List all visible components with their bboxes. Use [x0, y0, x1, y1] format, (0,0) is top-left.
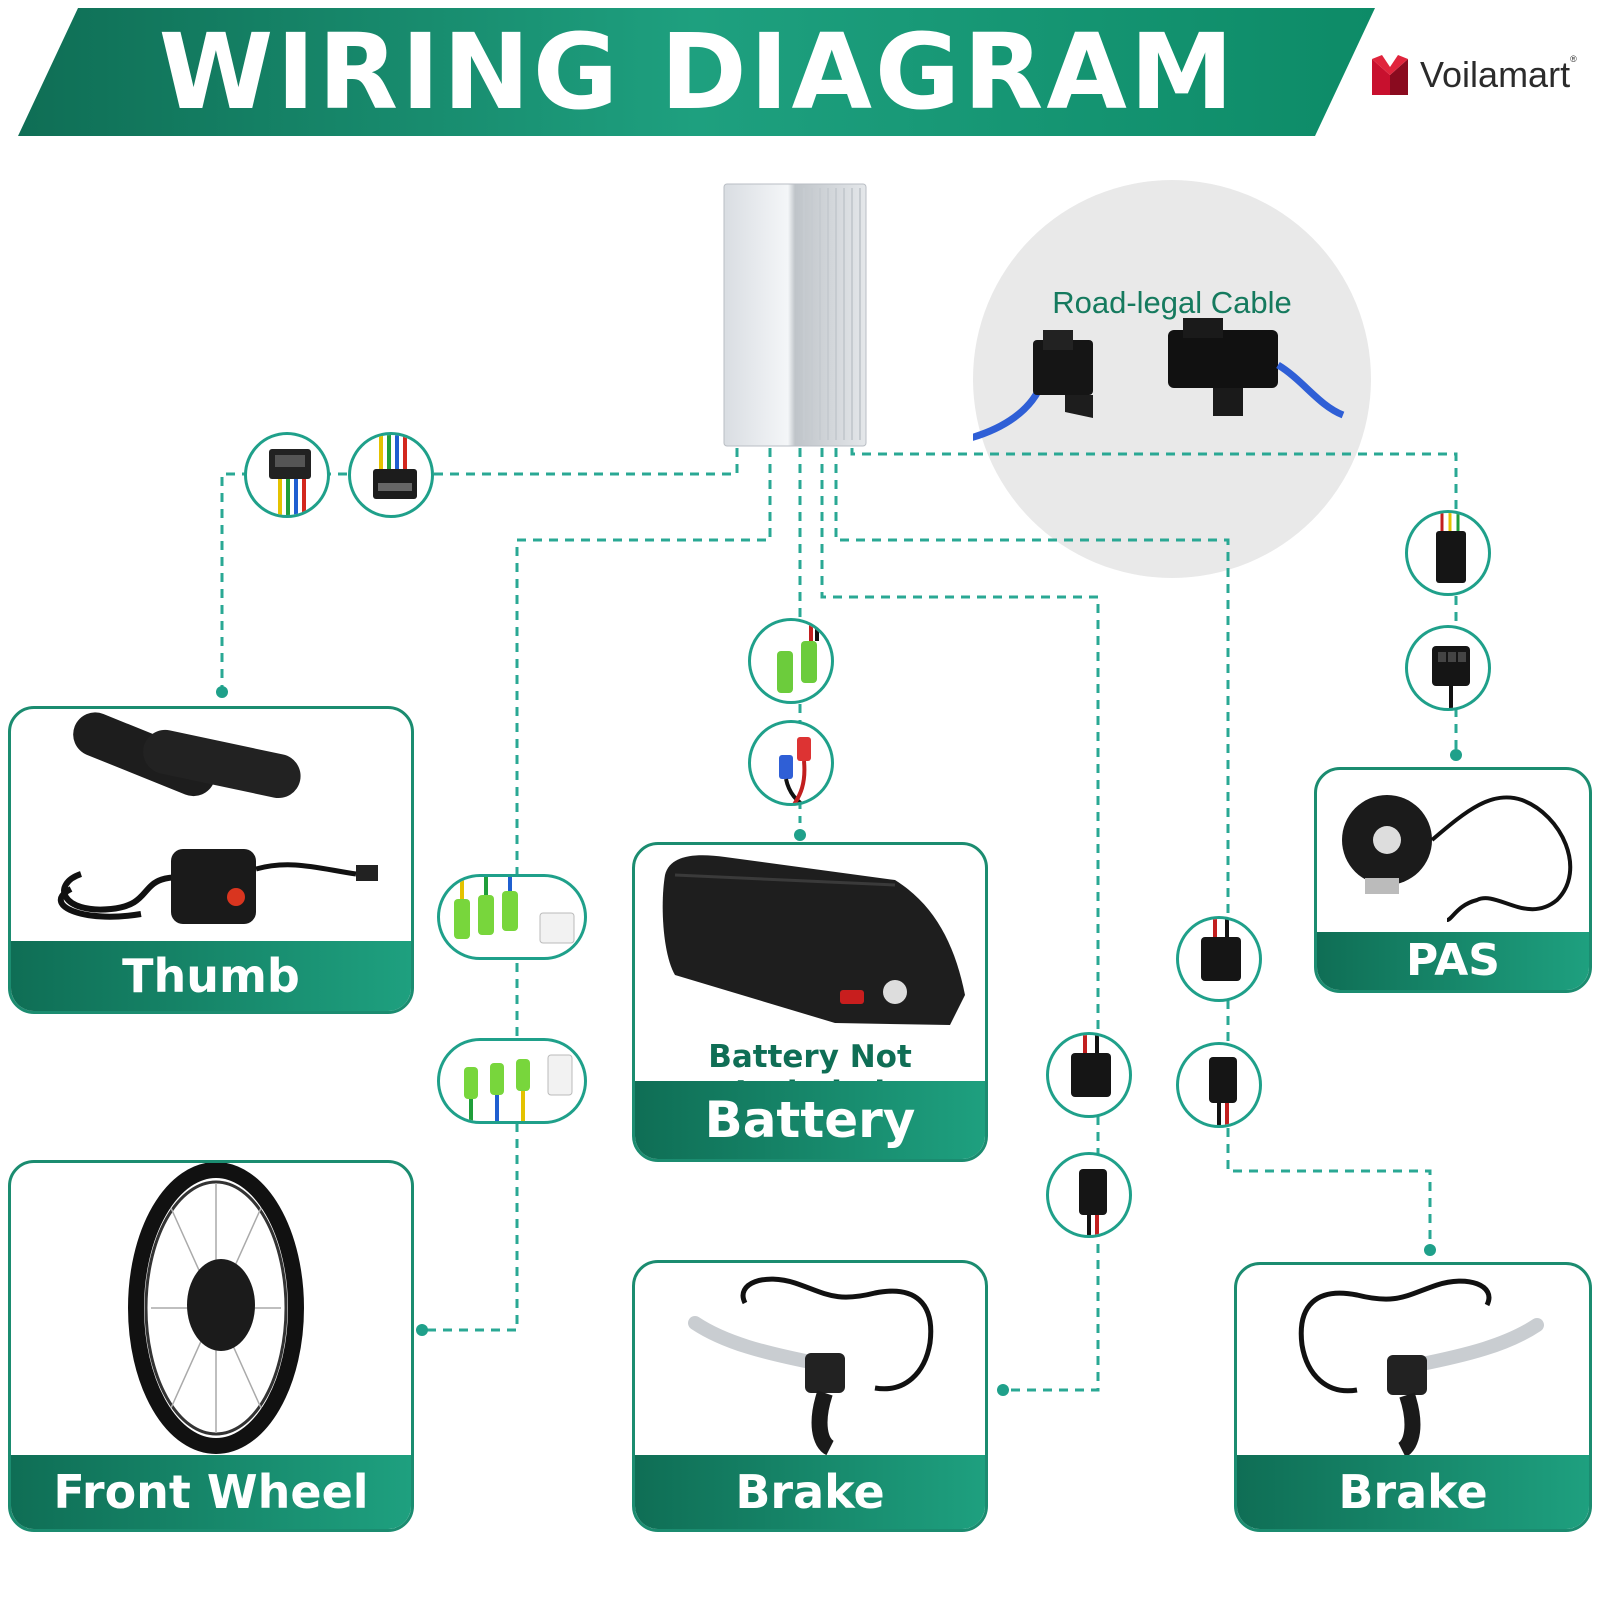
- connector-icon: [269, 449, 311, 515]
- pas-sensor-icon: [1342, 795, 1573, 922]
- brake-lever-icon: [1298, 1278, 1544, 1458]
- wire-end-dot: [416, 1324, 428, 1336]
- front-wheel-icon: [128, 1163, 304, 1454]
- front-wheel-label: Front Wheel: [11, 1455, 411, 1529]
- road-legal-cable-panel: Road-legal Cable: [973, 180, 1371, 578]
- brake-right-connector-bubble-2: [1176, 1042, 1262, 1128]
- header-banner: WIRING DIAGRAM: [0, 0, 1600, 140]
- throttle-connector-bubble-2: [348, 432, 434, 518]
- motor-connector-pill: [437, 874, 587, 960]
- wire-brake-right: [834, 448, 1432, 1248]
- brake-connector-icon: [1079, 1169, 1107, 1235]
- brake-right-label: Brake: [1237, 1455, 1589, 1529]
- battery-connector-bubble: [748, 618, 834, 704]
- pas-connector-bubble: [1405, 510, 1491, 596]
- brake-connector-icon: [1209, 1057, 1237, 1125]
- brake-left-label: Brake: [635, 1455, 985, 1529]
- connector-icon: [373, 435, 417, 499]
- hall-connector-icon: [464, 1054, 573, 1121]
- thumb-throttle-card: Thumb Throttle: [8, 706, 414, 1014]
- brand-logo: Voilamart ®: [1370, 50, 1577, 100]
- brake-right-connector-bubble: [1176, 916, 1262, 1002]
- wire-brake-left: [820, 448, 1100, 1392]
- pas-label: PAS: [1317, 932, 1589, 990]
- pas-connector-icon: [1432, 646, 1470, 708]
- motor-connector-icon: [454, 877, 575, 944]
- controller-icon: [723, 183, 867, 447]
- battery-card: Battery Not Included Battery: [632, 842, 988, 1162]
- pas-connector-icon: [1436, 513, 1466, 583]
- brake-left-card: Brake: [632, 1260, 988, 1532]
- thumb-throttle-label: Thumb Throttle: [11, 941, 411, 1011]
- brand-name: Voilamart: [1420, 54, 1571, 95]
- hall-connector-pill: [437, 1038, 587, 1124]
- brand-registered-mark: ®: [1570, 54, 1577, 64]
- wire-end-dot: [1450, 749, 1462, 761]
- terminal-icon: [779, 737, 811, 803]
- brake-connector-icon: [1071, 1035, 1111, 1097]
- battery-terminal-bubble: [748, 720, 834, 806]
- throttle-grips-icon: [57, 712, 378, 924]
- throttle-connector-bubble: [244, 432, 330, 518]
- battery-icon: [662, 855, 965, 1025]
- brake-left-connector-bubble-2: [1046, 1152, 1132, 1238]
- road-legal-connector-icon: [973, 318, 1345, 441]
- wire-pas: [850, 448, 1458, 753]
- pas-connector-bubble-2: [1405, 625, 1491, 711]
- wire-end-dot: [997, 1384, 1009, 1396]
- controller-box: [722, 182, 868, 450]
- road-legal-cable-title: Road-legal Cable: [1052, 285, 1292, 320]
- wire-front-wheel: [422, 448, 772, 1332]
- brake-right-card: Brake: [1234, 1262, 1592, 1532]
- front-wheel-card: Front Wheel: [8, 1160, 414, 1532]
- brake-left-connector-bubble: [1046, 1032, 1132, 1118]
- wire-end-dot: [1424, 1244, 1436, 1256]
- pas-card: PAS: [1314, 767, 1592, 993]
- brake-lever-icon: [688, 1276, 934, 1456]
- battery-label: Battery: [635, 1081, 985, 1159]
- wire-end-dot: [794, 829, 806, 841]
- voilamart-logo-icon: [1372, 55, 1408, 95]
- page-title: WIRING DIAGRAM: [158, 11, 1237, 133]
- banner-shape: [18, 8, 1375, 136]
- wire-end-dot: [216, 686, 228, 698]
- bullet-connector-icon: [777, 621, 819, 693]
- brake-connector-icon: [1201, 919, 1241, 981]
- wire-throttle: [220, 448, 739, 690]
